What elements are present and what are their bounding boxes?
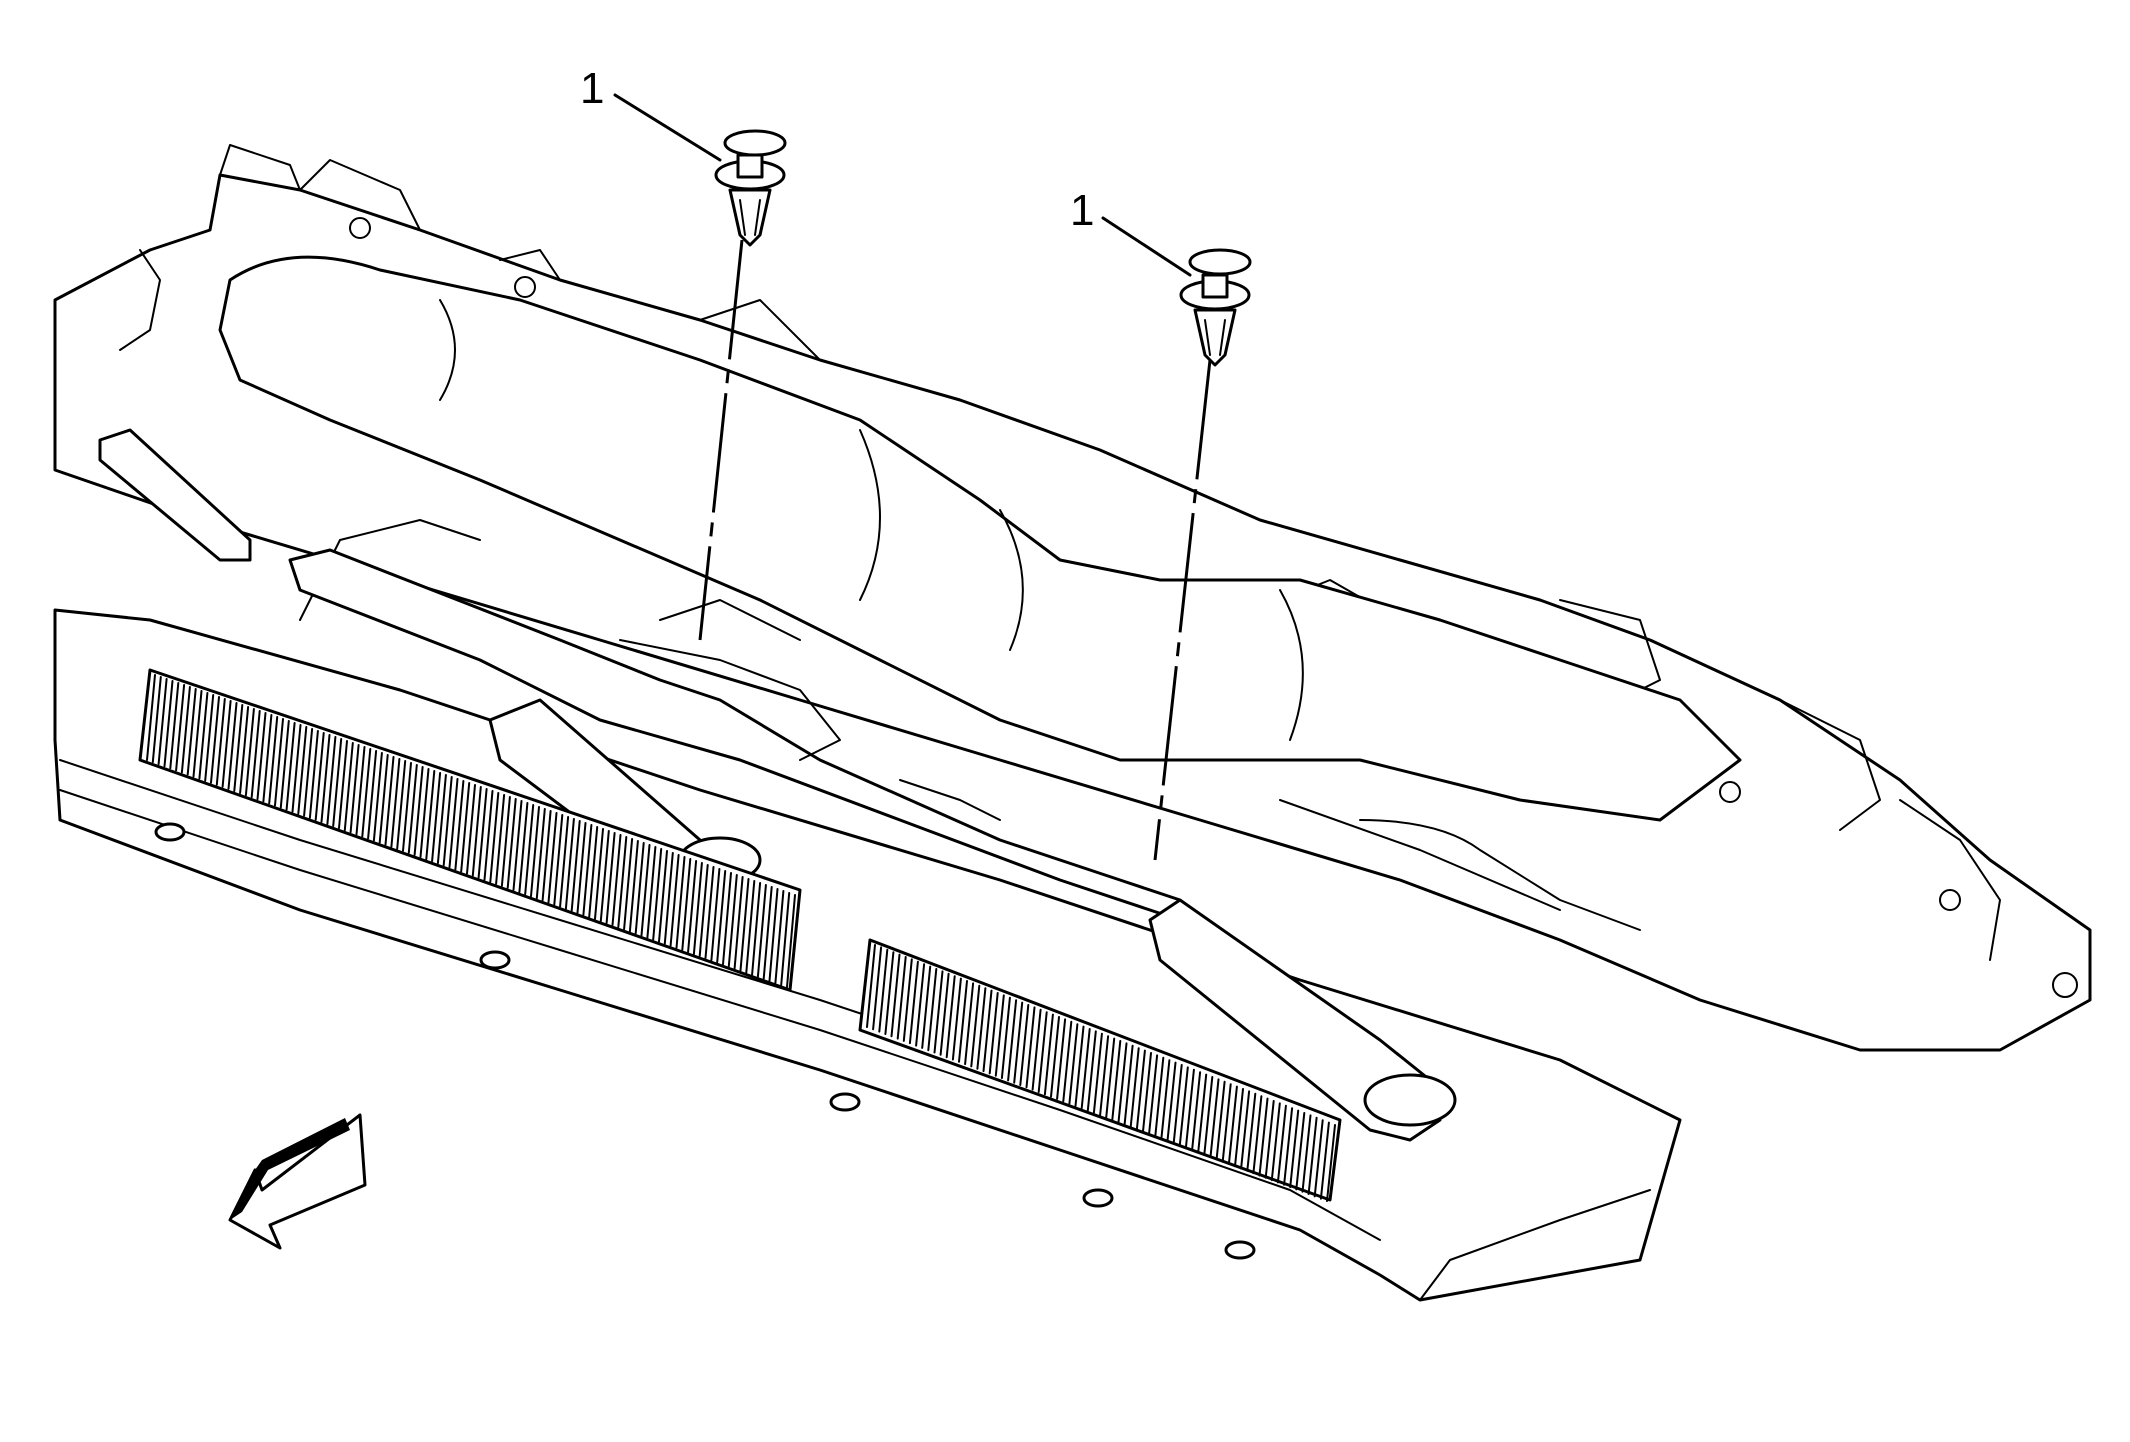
push-pin-retainer-1: [714, 129, 787, 247]
clip-leader-lines: [698, 239, 1212, 861]
cowl-fasteners: [154, 822, 1256, 1260]
callout-label: 1: [580, 64, 604, 113]
air-duct-assembly: [218, 255, 1742, 931]
front-direction-arrow-icon: [228, 1113, 367, 1250]
callout-1a: 1: [580, 64, 722, 162]
callout-label: 1: [1070, 186, 1094, 235]
callout-1b: 1: [1070, 186, 1192, 277]
push-pin-retainer-2: [1179, 248, 1252, 367]
cowl-vent-screen-right: [858, 938, 1342, 1202]
cowl-vent-screen-left: [138, 668, 802, 992]
